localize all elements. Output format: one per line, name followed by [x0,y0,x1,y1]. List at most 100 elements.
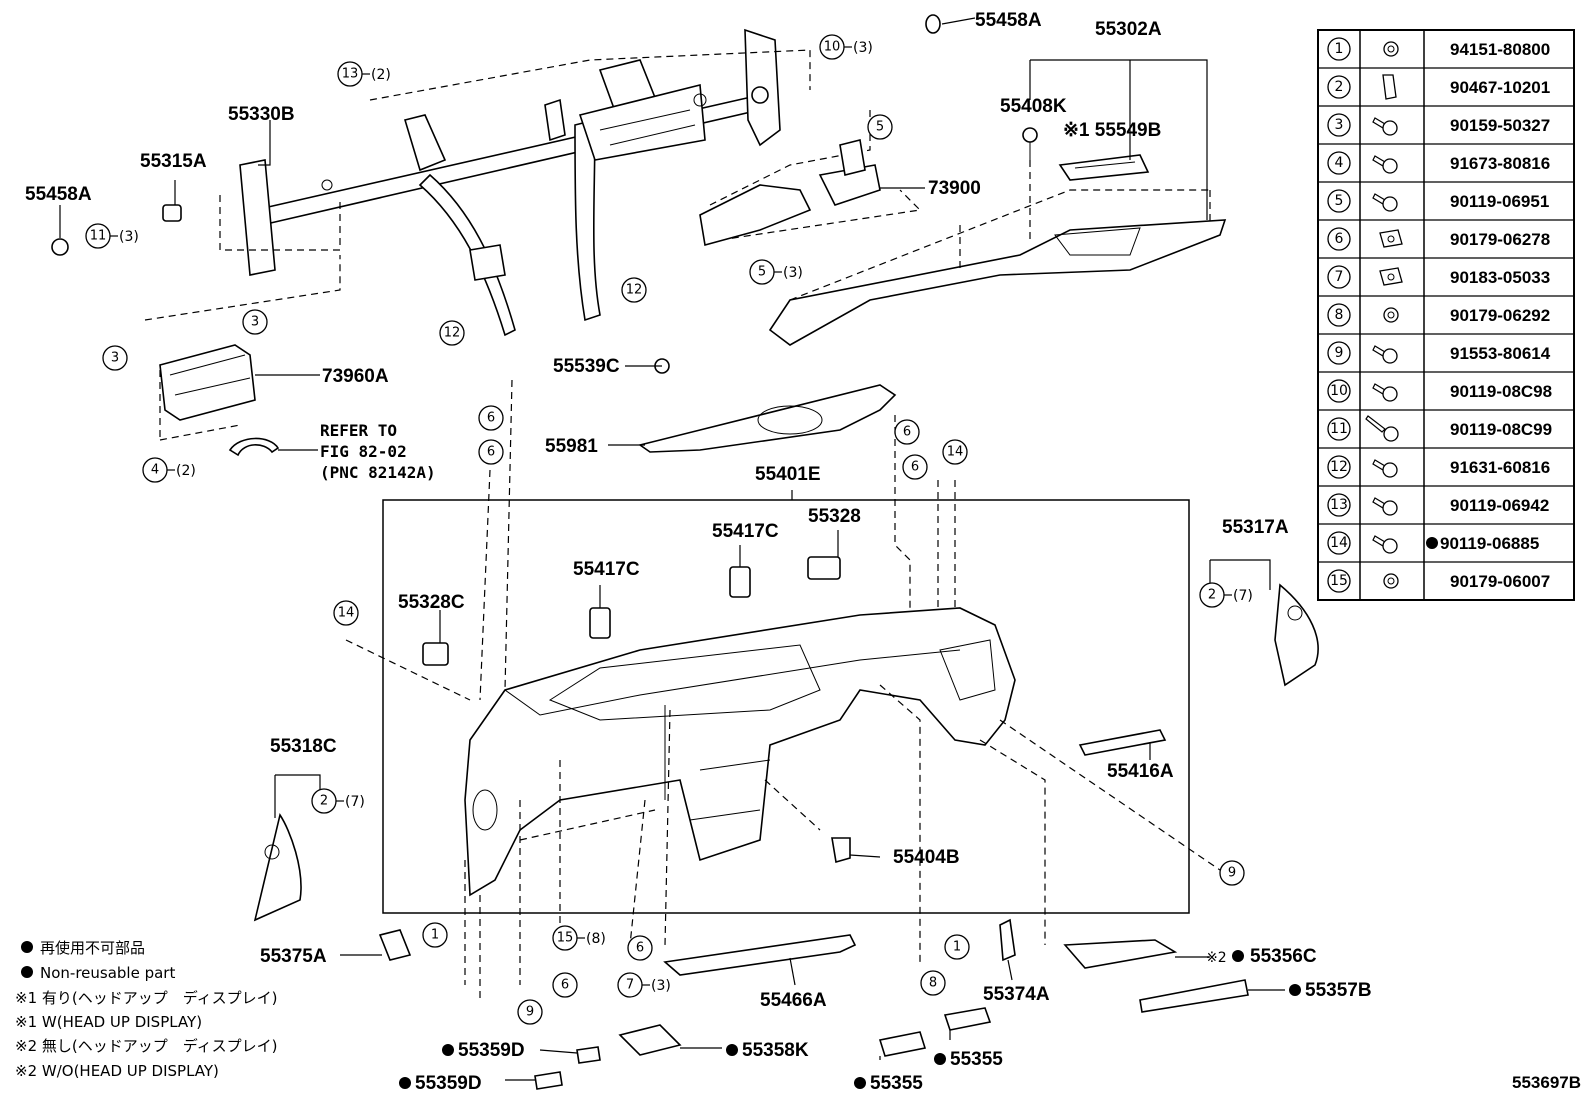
callout-circle [944,934,970,960]
grommet-55458A-top [925,14,941,34]
legend-line4: ※1 W(HEAD UP DISPLAY) [15,1013,202,1031]
clip-55328C [422,642,449,666]
callout-number: 9 [526,1005,534,1020]
wire-connector [228,437,280,457]
bracket-55375A [378,929,412,961]
row-number-circle [1327,37,1351,61]
row-number-circle [1327,75,1351,99]
nut-clip-icon [1379,229,1403,248]
callout-c12b: 12 [439,320,465,346]
row-number-circle [1327,569,1351,593]
callout-number: 1 [953,940,961,955]
defroster-duct-55981 [638,384,897,453]
bolt-icon [1372,117,1398,136]
label-55317A: 55317A [1222,517,1289,538]
side-cover-55317A [1274,583,1319,687]
legend-line3: ※1 有り(ヘッドアップ ディスプレイ) [15,989,278,1007]
callout-c11: 11(3) [85,223,139,249]
row-part-number: 90179-06007 [1450,572,1550,591]
callout-circle [867,114,893,140]
callout-c8: 8 [920,970,946,996]
row-number: 5 [1335,193,1344,209]
reinforcement-crossmember [239,28,781,337]
pad-55358K [618,1024,682,1056]
callout-qty: (2) [176,463,196,479]
row-part-number: 90119-06942 [1450,496,1549,515]
callout-c4: 4(2) [142,457,196,483]
callout-qty: (7) [345,794,365,810]
row-part-number: 91631-60816 [1450,458,1550,477]
row-number-circle [1327,379,1351,403]
bolt-icon [1372,193,1398,212]
callout-circle [894,419,920,445]
callout-circle [627,935,653,961]
nut-icon [1383,573,1399,589]
label-55355-b: 55355 [950,1049,1003,1070]
instrument-panel-55401E [464,607,1016,897]
long-bolt-icon [1365,415,1399,442]
callout-c2a: 2(7) [1199,582,1253,608]
callout-c3a: 3 [242,309,268,335]
callout-qty: (8) [586,931,606,947]
callout-number: 3 [251,315,259,330]
clip-55404B [831,837,851,864]
row-part-number: 90119-08C98 [1450,382,1552,401]
callout-c14b: 14 [942,439,968,465]
label-55328C: 55328C [398,592,465,613]
callout-number: 15 [557,931,574,946]
row-number: 4 [1335,155,1344,171]
row-number-circle [1327,531,1351,555]
label-73960A: 73960A [322,366,389,387]
label-55318C: 55318C [270,736,337,757]
hud-cover-55549B [1058,154,1150,181]
pad-55359D-b [534,1071,563,1090]
legend-line5: ※2 無し(ヘッドアップ ディスプレイ) [15,1037,278,1055]
callout-c1b: 1 [944,934,970,960]
row-number: 14 [1330,535,1348,551]
row-part-number: 91553-80614 [1450,344,1551,363]
callout-qty: (7) [1233,588,1253,604]
nonreusable-dot-55355-b [934,1053,946,1065]
clip-55315A [162,204,182,222]
callout-circle [242,309,268,335]
callout-number: 6 [911,460,919,475]
row-part-number: 90159-50327 [1450,116,1550,135]
callout-c10: 10(3) [819,34,873,60]
legend-line6: ※2 W/O(HEAD UP DISPLAY) [15,1062,219,1080]
reinforcement-55466A [663,934,857,976]
label-55416A: 55416A [1107,761,1174,782]
pad-55356C [1063,939,1178,969]
pad-55355-b [943,1007,992,1031]
callout-number: 14 [947,445,964,460]
bracket-55416A [1078,729,1167,756]
label-55302A: 55302A [1095,19,1162,40]
callout-c9b: 9 [517,999,543,1025]
callout-number: 2 [320,794,328,809]
callout-c12a: 12 [621,277,647,303]
refer-to-line3: (PNC 82142A) [320,463,436,482]
label-55357B: 55357B [1305,980,1372,1001]
row-number: 2 [1335,79,1344,95]
bolt-icon [1372,459,1398,478]
callout-number: 11 [90,229,107,244]
row-number-circle [1327,189,1351,213]
nonreusable-dot-55355-a [854,1077,866,1089]
callout-number: 9 [1228,866,1236,881]
pad-55359D-a [576,1046,601,1064]
callout-circle [439,320,465,346]
callout-circle [552,972,578,998]
nonreusable-dot-55357B [1289,984,1301,996]
callout-c9a: 9 [1219,860,1245,886]
row-part-number: 90119-06951 [1450,192,1549,211]
row-number-circle [1327,455,1351,479]
callout-number: 6 [561,978,569,993]
row-number-circle [1327,341,1351,365]
callout-c5a: 5 [867,114,893,140]
row-part-number: 90119-06885 [1440,534,1539,553]
